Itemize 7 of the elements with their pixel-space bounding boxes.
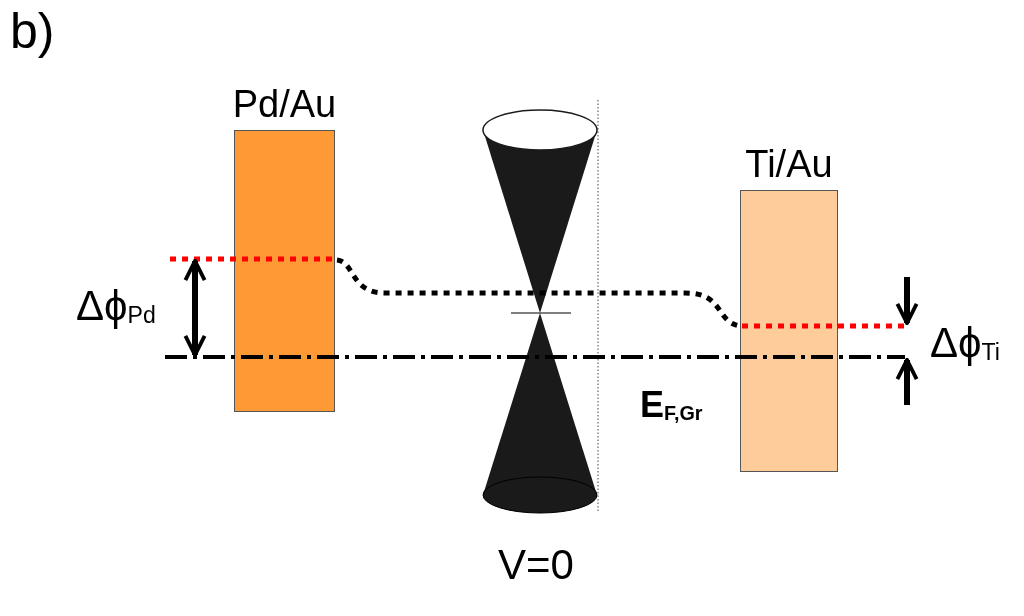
voltage-label: V=0 [498,541,574,589]
work-function-difference-label: Δϕ$_{Ti}$ [930,319,1000,367]
fermi-level-label: E$_{F,Gr}$ [640,384,703,426]
contact-label: Pd/Au [232,83,337,126]
panel-label: b) [10,2,55,60]
work-function-difference-label: Δϕ$_{Pd}$ [76,282,156,330]
contact-label: Ti/Au [745,143,833,186]
